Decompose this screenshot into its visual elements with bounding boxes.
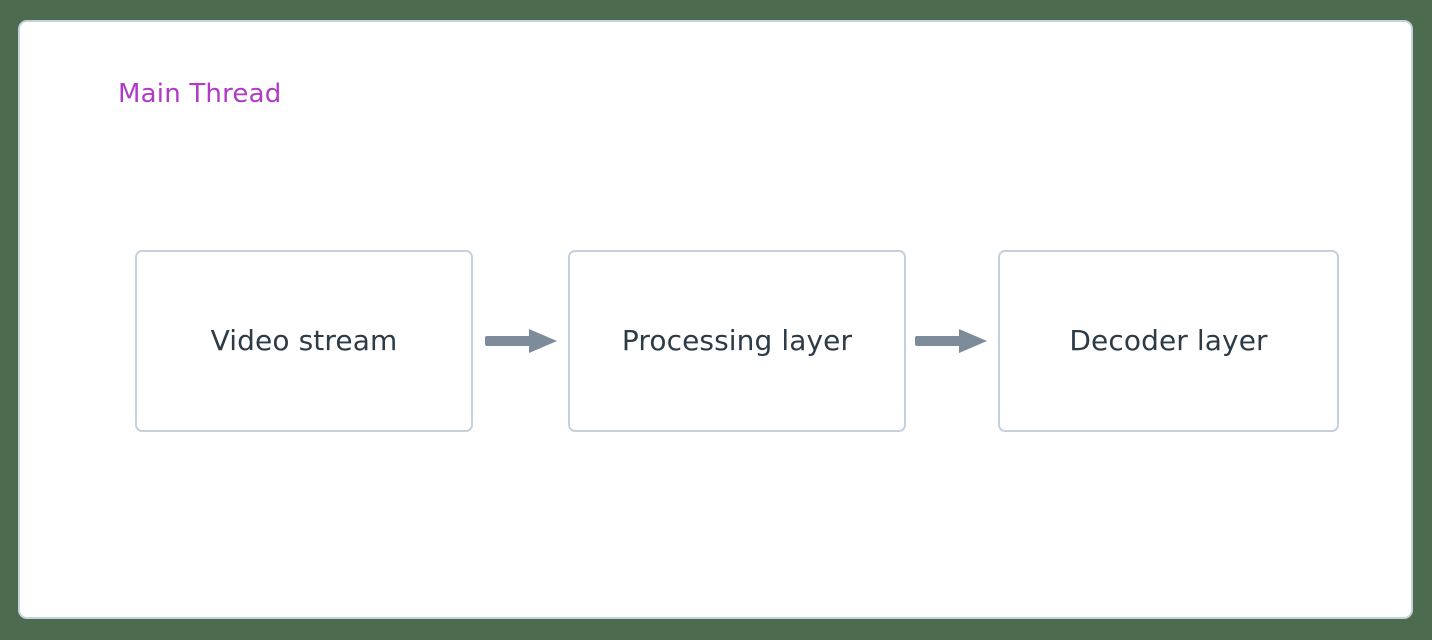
edge-video-stream-to-processing-layer xyxy=(485,327,559,355)
panel-title: Main Thread xyxy=(118,79,282,109)
arrow-right-icon xyxy=(485,329,557,353)
flow-row: Video stream Processing layer Decoder la… xyxy=(135,250,1339,432)
arrow-right-icon xyxy=(915,329,987,353)
node-label: Processing layer xyxy=(621,324,853,357)
node-video-stream[interactable]: Video stream xyxy=(135,250,473,432)
main-thread-panel: Main Thread Video stream Processing laye… xyxy=(18,20,1413,619)
edge-processing-layer-to-decoder-layer xyxy=(915,327,989,355)
node-decoder-layer[interactable]: Decoder layer xyxy=(998,250,1339,432)
node-label: Decoder layer xyxy=(1069,324,1268,357)
node-label: Video stream xyxy=(210,324,398,357)
node-processing-layer[interactable]: Processing layer xyxy=(568,250,906,432)
